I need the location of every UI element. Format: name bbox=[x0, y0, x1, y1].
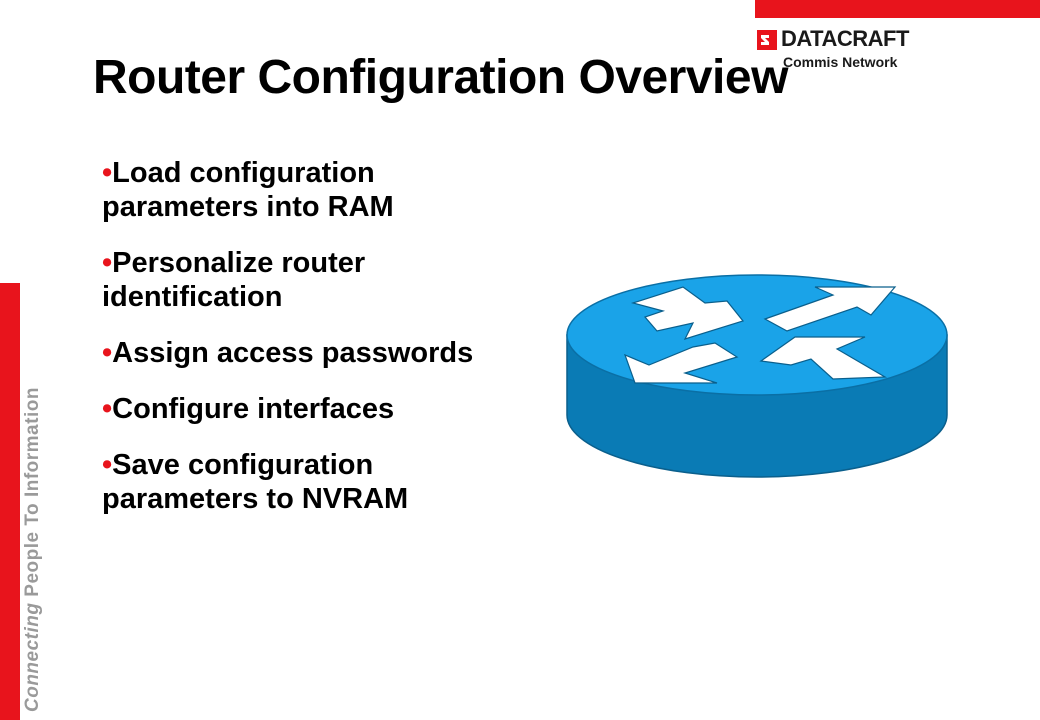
bullet-item: •Configure interfaces bbox=[102, 392, 522, 426]
bullet-dot-icon: • bbox=[102, 247, 113, 279]
bullet-text: Personalize router identification bbox=[102, 247, 366, 313]
bullet-text: Save configuration parameters to NVRAM bbox=[102, 449, 409, 515]
bullet-dot-icon: • bbox=[102, 337, 113, 369]
logo-brand-name: DATACRAFT bbox=[781, 26, 909, 51]
bullet-item: •Save configuration parameters to NVRAM bbox=[102, 448, 522, 516]
router-icon bbox=[565, 273, 950, 484]
tagline: Connecting People To Information bbox=[22, 387, 44, 712]
bullet-item: •Assign access passwords bbox=[102, 336, 522, 370]
top-red-bar bbox=[755, 0, 1040, 18]
bullet-text: Assign access passwords bbox=[112, 337, 474, 369]
bullet-list: •Load configuration parameters into RAM … bbox=[102, 156, 522, 538]
bullet-dot-icon: • bbox=[102, 157, 113, 189]
tagline-text: People To Information bbox=[22, 387, 43, 597]
bullet-item: •Personalize router identification bbox=[102, 246, 522, 314]
bullet-text: Load configuration parameters into RAM bbox=[102, 157, 394, 223]
bullet-text: Configure interfaces bbox=[112, 393, 395, 425]
datacraft-logo: DATACRAFT Commis Network bbox=[757, 26, 917, 76]
datacraft-mark-icon bbox=[757, 30, 777, 50]
left-red-bar bbox=[0, 283, 20, 720]
logo-subtitle: Commis Network bbox=[783, 54, 898, 70]
tagline-emphasis: Connecting bbox=[22, 602, 43, 713]
bullet-dot-icon: • bbox=[102, 449, 113, 481]
slide-title: Router Configuration Overview bbox=[93, 51, 788, 104]
bullet-dot-icon: • bbox=[102, 393, 113, 425]
bullet-item: •Load configuration parameters into RAM bbox=[102, 156, 522, 224]
